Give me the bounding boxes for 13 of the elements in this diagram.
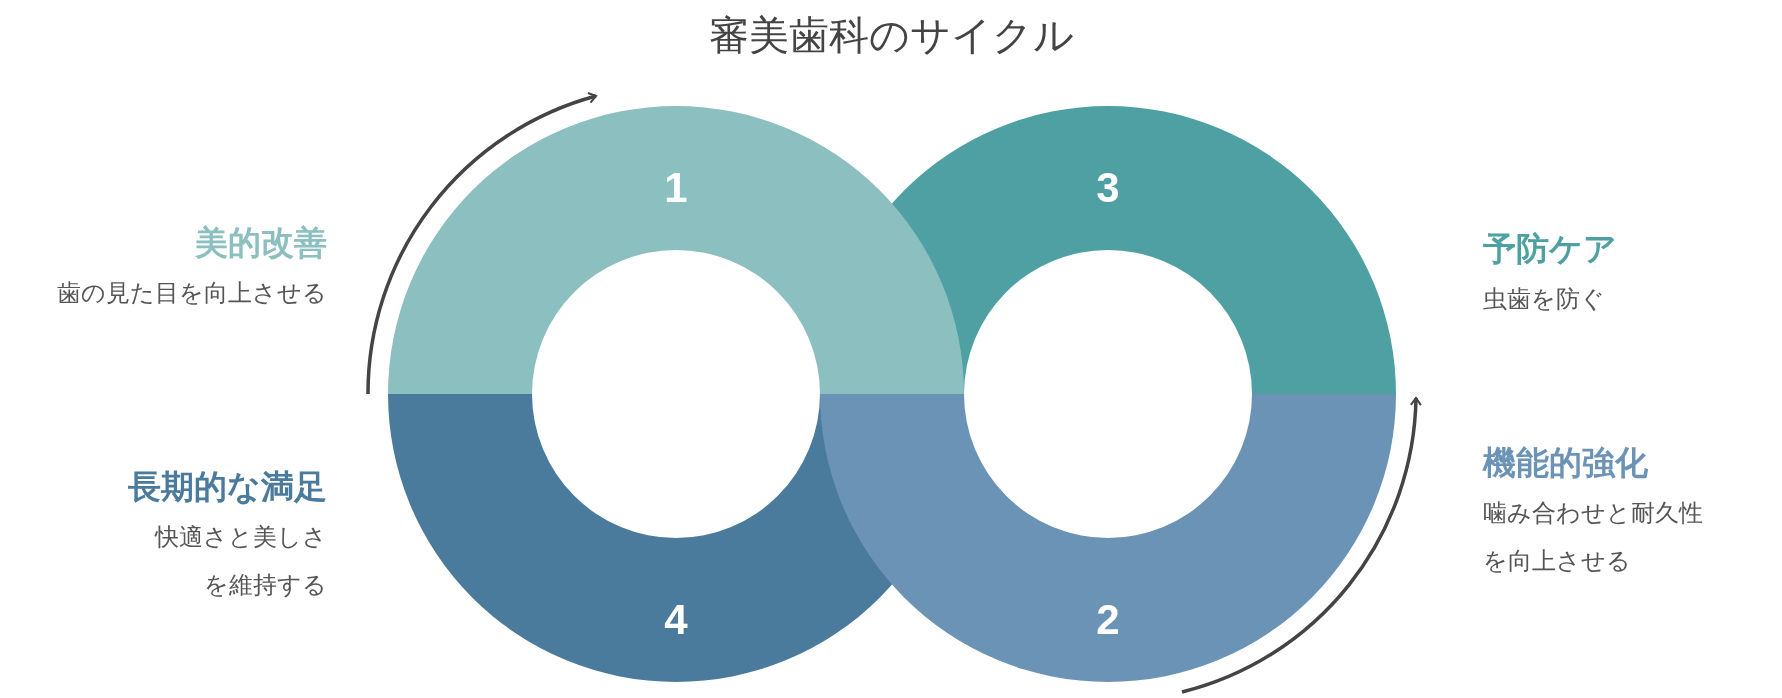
step-description: 虫歯を防ぐ (1483, 283, 1605, 315)
step-description: 歯の見た目を向上させる (57, 277, 327, 309)
step-heading: 美的改善 (195, 222, 327, 264)
step-description: 噛み合わせと耐久性を向上させる (1483, 497, 1704, 577)
step-number: 3 (1096, 167, 1120, 209)
step-heading: 機能的強化 (1483, 442, 1648, 484)
step-heading: 予防ケア (1483, 228, 1617, 270)
step-description: 快適さと美しさを維持する (153, 521, 327, 601)
step-number: 1 (664, 167, 688, 209)
step-number: 4 (664, 599, 688, 641)
step-heading: 長期的な満足 (128, 466, 327, 508)
diagram-title: 審美歯科のサイクル (707, 11, 1075, 60)
step-number: 2 (1096, 599, 1120, 641)
